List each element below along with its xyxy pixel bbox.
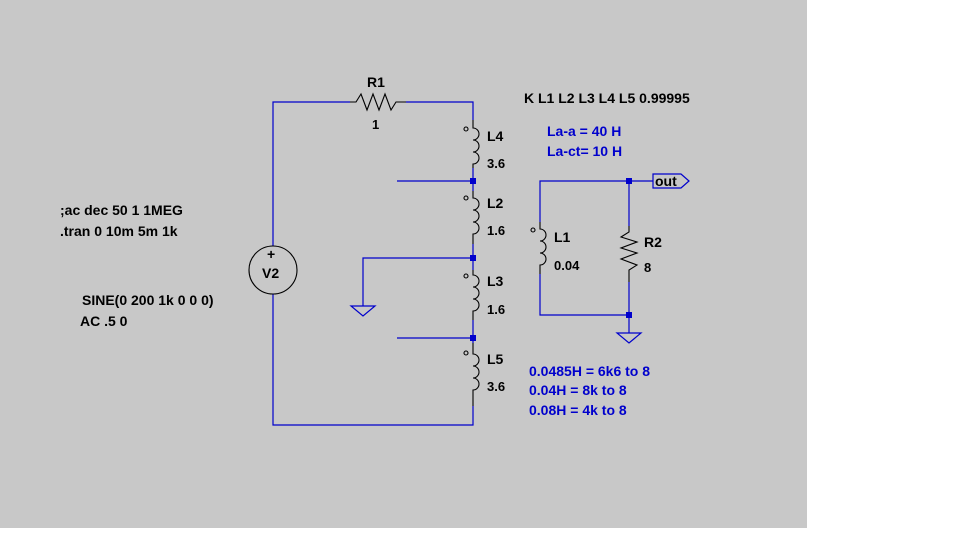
r1-value: 1 bbox=[372, 117, 379, 132]
resistor-r1[interactable] bbox=[350, 92, 406, 112]
l4-value: 3.6 bbox=[487, 156, 505, 171]
inductor-l4-dot bbox=[463, 126, 469, 132]
inductor-l4[interactable] bbox=[472, 120, 480, 168]
inductor-l3-dot bbox=[463, 273, 469, 279]
wire-left-loop[interactable] bbox=[272, 101, 474, 426]
ac-directive[interactable]: ;ac dec 50 1 1MEG bbox=[60, 202, 183, 218]
junction-nodes bbox=[470, 178, 632, 341]
inductor-l2-dot bbox=[463, 195, 469, 201]
node-out bbox=[626, 178, 632, 184]
tran-directive[interactable]: .tran 0 10m 5m 1k bbox=[60, 223, 178, 239]
l3-value: 1.6 bbox=[487, 302, 505, 317]
l5-value: 3.6 bbox=[487, 379, 505, 394]
ground-symbol-right[interactable] bbox=[615, 332, 643, 344]
wires bbox=[272, 101, 653, 426]
node-l2-l3 bbox=[470, 255, 476, 261]
r2-value: 8 bbox=[644, 260, 651, 275]
canvas-background bbox=[0, 0, 807, 528]
ground-symbol-left[interactable] bbox=[349, 305, 377, 317]
comment-la-a[interactable]: La-a = 40 H bbox=[547, 123, 621, 139]
inductor-l5[interactable] bbox=[472, 343, 480, 406]
wire-r1-to-l4[interactable] bbox=[406, 101, 474, 120]
resistor-r2[interactable] bbox=[619, 226, 639, 282]
inductor-l2[interactable] bbox=[472, 191, 480, 244]
coupling-directive[interactable]: K L1 L2 L3 L4 L5 0.99995 bbox=[524, 90, 690, 106]
voltage-source-v2[interactable] bbox=[248, 245, 298, 295]
comment-ratio-3[interactable]: 0.08H = 4k to 8 bbox=[529, 402, 627, 418]
port-out-label: out bbox=[655, 173, 677, 189]
wire-secondary-bottom[interactable] bbox=[539, 274, 630, 316]
comment-ratio-2[interactable]: 0.04H = 8k to 8 bbox=[529, 382, 627, 398]
node-l3-l5 bbox=[470, 335, 476, 341]
l4-name: L4 bbox=[487, 128, 504, 144]
v2-source-setting[interactable]: SINE(0 200 1k 0 0 0) bbox=[82, 292, 214, 308]
wire-ground-tap[interactable] bbox=[362, 257, 473, 306]
v2-plus-sign: + bbox=[267, 246, 275, 262]
wire-secondary-top[interactable] bbox=[539, 180, 653, 222]
r1-name: R1 bbox=[367, 74, 385, 90]
node-l4-l2 bbox=[470, 178, 476, 184]
v2-ac-setting[interactable]: AC .5 0 bbox=[80, 313, 128, 329]
inductor-l1-dot bbox=[530, 227, 536, 233]
l2-name: L2 bbox=[487, 195, 504, 211]
inductor-l1[interactable] bbox=[539, 222, 547, 274]
l5-name: L5 bbox=[487, 351, 504, 367]
l1-name: L1 bbox=[554, 229, 571, 245]
l2-value: 1.6 bbox=[487, 223, 505, 238]
node-secondary-ground bbox=[626, 312, 632, 318]
r2-name: R2 bbox=[644, 234, 662, 250]
v2-name: V2 bbox=[262, 265, 279, 281]
comment-la-ct[interactable]: La-ct= 10 H bbox=[547, 143, 622, 159]
inductor-l5-dot bbox=[463, 350, 469, 356]
l3-name: L3 bbox=[487, 273, 504, 289]
comment-ratio-1[interactable]: 0.0485H = 6k6 to 8 bbox=[529, 363, 650, 379]
l1-value: 0.04 bbox=[554, 258, 580, 273]
port-out-flag[interactable] bbox=[652, 173, 690, 189]
inductor-l3[interactable] bbox=[472, 270, 480, 320]
